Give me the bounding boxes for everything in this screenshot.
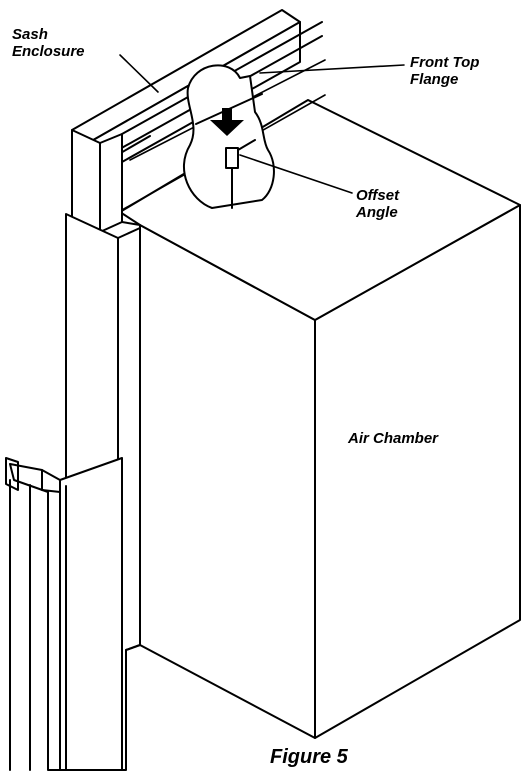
leader-lines (119, 54, 405, 194)
corner-trim-piece (5, 457, 123, 771)
air-chamber-box (119, 99, 521, 739)
air-chamber-label: Air Chamber (348, 430, 439, 447)
down-arrow-icon (210, 108, 244, 136)
sash-enclosure-label: Sash Enclosure (12, 26, 85, 60)
sash-enclosure-post (71, 129, 141, 233)
offset-angle-label: Offset Angle (356, 187, 400, 221)
front-top-flange-label: Front Top Flange (410, 54, 480, 88)
figure-caption: Figure 5 (270, 746, 348, 768)
cutaway-detail (182, 64, 275, 209)
